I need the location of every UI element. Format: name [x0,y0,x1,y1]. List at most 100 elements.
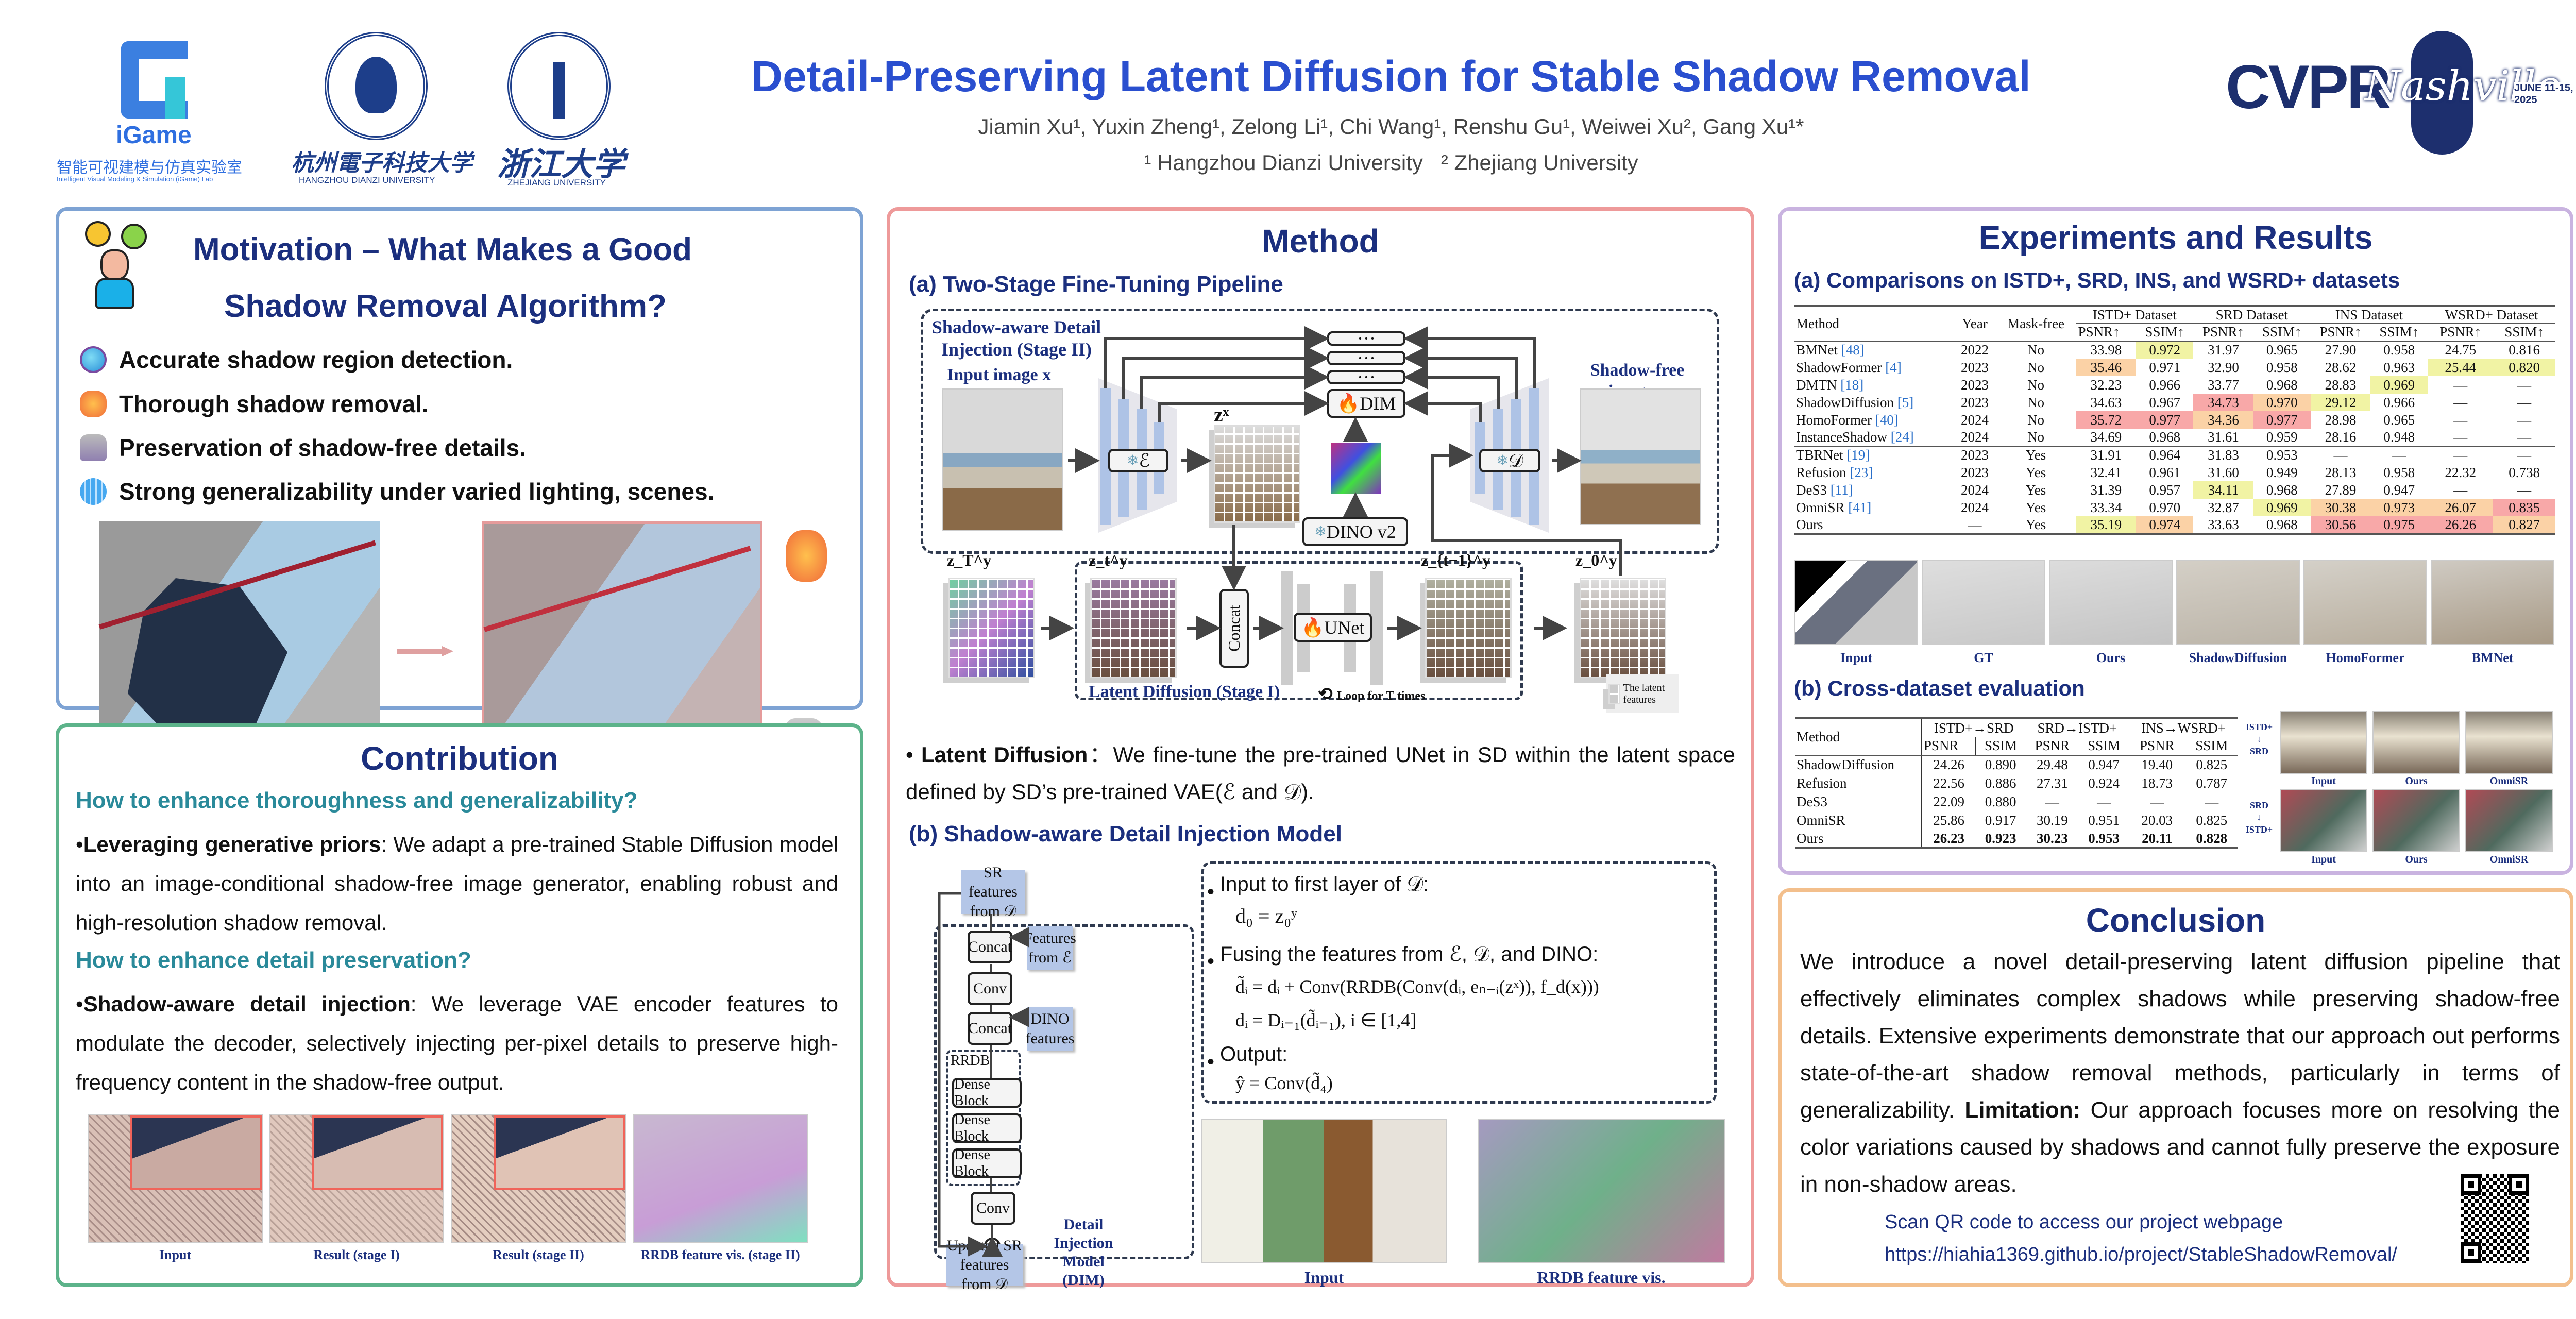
cross-image [2372,711,2460,774]
mask-free-cell: Yes [2025,447,2046,463]
year-cell: 2023 [1960,447,1989,463]
project-link[interactable]: https://hiahia1369.github.io/project/Sta… [1885,1244,2397,1265]
metric-cell: 28.13 [2325,464,2357,480]
metric-header: PSNR↑ [2319,324,2362,340]
dots-box: ··· [1327,367,1405,387]
comparison-image [2431,560,2554,645]
stage1-box [1075,561,1523,700]
year-cell: 2023 [1960,394,1989,410]
formula-box [1201,861,1717,1104]
cvpr-logo: CVPR Nashville JUNE 11-15, 2025 [2226,31,2576,155]
metric-cell: 0.923 [1985,830,2016,846]
metric-cell: 29.12 [2310,394,2371,411]
metric-cell: 22.09 [1933,793,1965,809]
metric-cell: 19.40 [2141,757,2173,773]
transfer-header: ISTD+→SRD [1934,720,2014,736]
metric-cell: 26.07 [2428,499,2494,516]
metric-cell: 35.19 [2076,516,2137,534]
formula-4: ŷ = Conv(d̃₄) [1235,1073,1333,1093]
latent-diffusion-text: • Latent Diffusion：We fine-tune the pre-… [906,742,1736,804]
metric-cell: 0.890 [1985,757,2016,773]
formula-1: d₀ = z₀ʸ [1235,904,1298,927]
method-cell: HomoFormer [40] [1796,412,1899,428]
affiliations: ¹ Hangzhou Dianzi University ² Zhejiang … [1144,150,1638,175]
microscope-icon [80,434,107,461]
method-cell: DeS3 [11] [1796,482,1853,498]
metric-cell: 0.964 [2149,447,2181,463]
metric-cell: 0.880 [1985,793,2016,809]
method-cell: OmniSR [41] [1796,499,1872,515]
bedroom-input-image [88,1114,263,1243]
method-cell: TBRNet [19] [1796,447,1870,463]
metric-header: SSIM↑ [2504,324,2544,340]
cross-image [2280,711,2367,774]
motivation-title-line1: Motivation – What Makes a Good [193,232,692,267]
contribution-2: •Shadow-aware detail injection: We lever… [76,992,838,1094]
metric-cell: 28.98 [2325,412,2357,428]
metric-cell: 0.820 [2493,359,2555,376]
latent-zx [1214,425,1300,523]
metric-header: PSNR↑ [2078,324,2120,340]
metric-cell: — [2517,394,2532,410]
cross-caption: OmniSR [2489,775,2529,787]
loop-icon: ⟲ [1318,685,1337,704]
metric-cell: — [2150,793,2164,809]
metric-header: PSNR [2035,737,2070,753]
dino-features: DINO features [1026,1007,1074,1051]
metric-cell: — [2517,482,2532,498]
question-2: How to enhance detail preservation? [76,948,471,973]
stage2-label: Shadow-aware Detail Injection (Stage II) [931,317,1101,360]
metric-header: SSIM↑ [2145,324,2184,340]
metric-cell: 0.970 [2253,394,2311,411]
metric-header: SSIM [2195,737,2228,753]
conv-box: Conv [968,972,1012,1005]
dense-block: Dense Block [952,1112,1022,1144]
rrdb-feature-vis-image [1478,1119,1725,1263]
contribution-panel: Contribution How to enhance thoroughness… [56,723,863,1287]
metric-cell: 0.924 [2088,775,2120,791]
rrdb-feature-image [633,1114,808,1243]
metric-cell: 28.16 [2325,429,2357,445]
metric-cell: 0.738 [2509,464,2540,480]
authors: Jiamin Xu¹, Yuxin Zheng¹, Zelong Li¹, Ch… [978,114,1804,139]
year-cell: 2023 [1960,464,1989,480]
year-cell: 2024 [1960,499,1989,515]
metric-cell: 0.816 [2509,342,2540,358]
flame-icon: 🔥 [1336,393,1360,414]
dim-arrows [938,892,1029,1257]
metric-cell: 34.11 [2193,481,2253,499]
concat-box: Concat [968,1012,1012,1045]
snowflake-icon: ❄ [1126,453,1139,469]
dense-block: Dense Block [952,1147,1022,1179]
year-cell: 2024 [1960,412,1989,428]
metric-cell: 0.947 [2088,757,2120,773]
input-image-x [942,388,1063,531]
metric-cell: 32.41 [2090,464,2122,480]
metric-cell: 0.958 [2383,342,2415,358]
metric-cell: 0.971 [2149,359,2181,375]
encoder-box: ❄ℰ [1108,449,1168,472]
metric-cell: 35.46 [2076,359,2137,376]
cross-image [2280,789,2367,852]
year-cell: — [1968,516,1982,532]
formula-bullet-3: Output: [1220,1043,1288,1066]
metric-cell: 0.825 [2196,757,2228,773]
contribution-title: Contribution [361,740,558,777]
cross-dataset-heading: (b) Cross-dataset evaluation [1794,676,2085,700]
arrow-down-icon: ↓ [2257,734,2262,745]
metric-cell: 0.825 [2196,812,2228,828]
comparison-caption: Ours [2096,650,2126,665]
metric-header: PSNR↑ [2202,324,2244,340]
metric-cell: 22.32 [2445,464,2477,480]
qr-code[interactable] [2459,1172,2531,1265]
dim-label: Detail Injection Model (DIM) [1054,1216,1113,1289]
metric-cell: 30.56 [2310,516,2371,534]
conclusion-text: We introduce a novel detail-preserving l… [1800,949,2560,1197]
metric-header: PSNR [1921,737,1976,755]
dense-block: Dense Block [952,1076,1022,1109]
